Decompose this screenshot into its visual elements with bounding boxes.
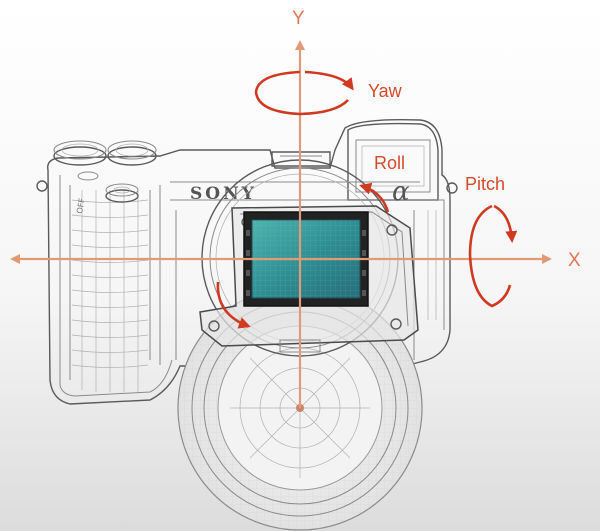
camera-body: OFF SONY α — [36, 119, 458, 405]
alpha-mark: α — [392, 177, 410, 207]
mode-dial — [53, 140, 107, 166]
roll-label: Roll — [374, 153, 405, 173]
shutter-button — [105, 183, 139, 203]
pitch-label: Pitch — [465, 174, 505, 194]
x-axis-label: X — [568, 250, 581, 271]
strap-lug-left — [36, 180, 48, 192]
strap-lug-right — [446, 182, 458, 194]
yaw-rotation: Yaw — [254, 70, 403, 116]
viewfinder — [347, 122, 439, 201]
y-axis: Y — [292, 8, 305, 408]
off-mark: OFF — [75, 197, 87, 214]
x-axis: X — [10, 250, 581, 271]
control-dial — [107, 140, 157, 166]
hot-shoe — [271, 151, 331, 167]
brand-logo: SONY — [190, 184, 257, 204]
pitch-rotation: Pitch — [465, 174, 518, 308]
y-axis-label: Y — [292, 8, 305, 29]
yaw-label: Yaw — [368, 81, 403, 101]
power-switch — [77, 171, 99, 181]
roll-rotation: Roll — [216, 153, 405, 329]
